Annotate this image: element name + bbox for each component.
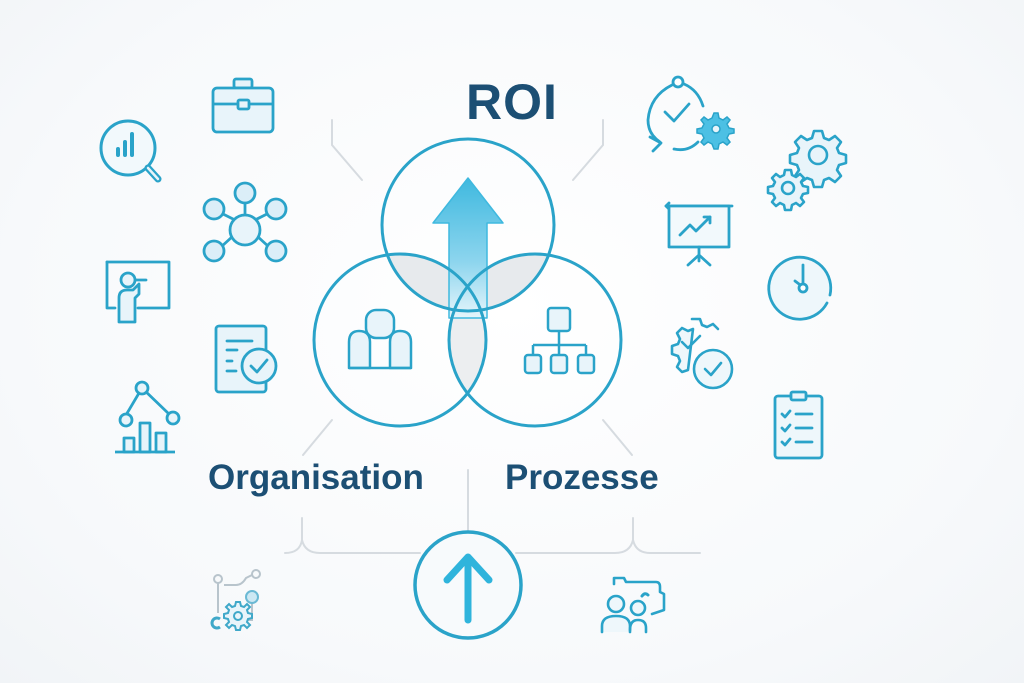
checklist-icon	[773, 390, 824, 460]
cycle-check-gear-icon	[646, 75, 735, 153]
network-hub-icon	[202, 181, 288, 263]
gears-icon	[766, 129, 848, 212]
clock-icon	[767, 255, 833, 321]
document-check-icon	[214, 324, 278, 394]
venn-circle-right	[447, 252, 623, 428]
arrow-up-icon	[432, 177, 504, 319]
presentation-teacher-icon	[105, 260, 171, 324]
arrow-up-circle-icon	[413, 530, 523, 640]
workflow-gear-icon	[210, 569, 261, 631]
magnifier-chart-icon	[99, 119, 162, 183]
people-icon	[347, 308, 413, 370]
venn-circle-top	[380, 137, 556, 313]
gear-check-icon	[670, 317, 734, 390]
bar-line-chart-icon	[115, 380, 181, 454]
page-title: ROI	[466, 74, 558, 130]
connector-lines	[284, 119, 701, 554]
label-prozesse: Prozesse	[505, 458, 659, 497]
presentation-growth-icon	[664, 201, 734, 267]
venn-circle-left	[312, 252, 488, 428]
team-chat-icon	[600, 576, 666, 634]
label-organisation: Organisation	[208, 458, 424, 497]
briefcase-icon	[211, 77, 275, 134]
org-chart-icon	[523, 306, 596, 375]
